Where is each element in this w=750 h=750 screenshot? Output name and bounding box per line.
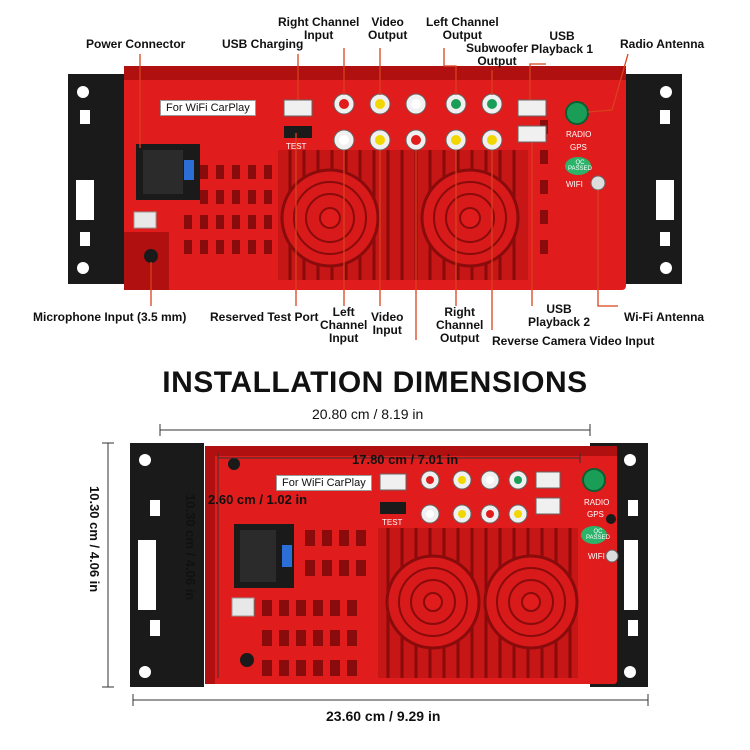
- section-title: INSTALLATION DIMENSIONS: [162, 366, 588, 399]
- gps-text-top: GPS: [570, 143, 587, 152]
- top-fan-right: [420, 168, 520, 268]
- label-radio-antenna: Radio Antenna: [620, 37, 705, 51]
- label-reverse-camera-video-input: Reverse Camera Video Input: [492, 334, 655, 348]
- dim-total-width: 20.80 cm / 8.19 in: [312, 406, 424, 422]
- label-left-channel-input: Left Channel Input: [320, 305, 368, 345]
- label-usb-playback-2: USB Playback 2: [528, 302, 591, 329]
- label-subwoofer-output: Subwoofer Output: [466, 41, 528, 68]
- qc-text-bottom: QC PASSED: [586, 529, 610, 541]
- top-left-bracket: [68, 74, 128, 284]
- wifi-text-top: WIFI: [566, 180, 583, 189]
- reserved-test-port: [284, 126, 312, 138]
- rca-row-top: [333, 93, 503, 115]
- label-reserved-test-port: Reserved Test Port: [210, 310, 319, 324]
- label-microphone-input: Microphone Input (3.5 mm): [33, 310, 187, 324]
- dim-depth: 2.60 cm / 1.02 in: [208, 492, 308, 507]
- top-fan-left: [280, 168, 380, 268]
- usb-playback-1-port: [517, 99, 547, 117]
- white-connector: [133, 211, 157, 229]
- gps-text-bottom: GPS: [587, 510, 604, 519]
- test-text-top: TEST: [286, 142, 307, 151]
- label-usb-charging: USB Charging: [222, 37, 304, 51]
- usb-charging-port: [283, 99, 313, 117]
- wifi-antenna-port: [590, 175, 606, 191]
- qc-sticker: [565, 157, 591, 175]
- label-right-channel-input: Right Channel Input: [278, 15, 360, 42]
- label-wifi-antenna: Wi-Fi Antenna: [624, 310, 705, 324]
- label-video-output: Video Output: [368, 15, 408, 42]
- radio-text-bottom: RADIO: [584, 498, 610, 507]
- bottom-left-bracket: [130, 443, 204, 687]
- label-usb-playback-1: USB Playback 1: [531, 29, 594, 56]
- dimension-lines: [102, 424, 649, 706]
- bottom-fan-left: [385, 554, 481, 650]
- dim-inner-height: 10.30 cm / 4.06 in: [183, 494, 198, 601]
- usb-playback-2-port: [517, 125, 547, 143]
- wifi-text-bottom: WIFI: [588, 552, 605, 561]
- radio-antenna-port: [565, 101, 589, 125]
- dim-outer-width: 23.60 cm / 9.29 in: [326, 708, 441, 724]
- label-left-channel-output: Left Channel Output: [426, 15, 499, 42]
- microphone-jack: [144, 249, 158, 263]
- qc-text-top: QC PASSED: [568, 160, 592, 172]
- radio-text-top: RADIO: [566, 130, 592, 139]
- carplay-tag-bottom: For WiFi CarPlay: [276, 475, 372, 491]
- dim-outer-height: 10.30 cm / 4.06 in: [87, 486, 102, 593]
- test-text-bottom: TEST: [382, 518, 403, 527]
- top-radio-body: [124, 66, 626, 290]
- bottom-radio-body: [205, 446, 619, 684]
- top-right-bracket: [622, 74, 682, 284]
- rca-row-bottom: [333, 129, 503, 151]
- callout-lines-top: [139, 48, 629, 340]
- carplay-tag-top: For WiFi CarPlay: [160, 100, 256, 116]
- dim-inner-width: 17.80 cm / 7.01 in: [352, 452, 459, 467]
- label-right-channel-output: Right Channel Output: [436, 305, 484, 345]
- bottom-fan-right: [483, 554, 579, 650]
- label-video-input: Video Input: [371, 310, 404, 337]
- label-power-connector: Power Connector: [86, 37, 186, 51]
